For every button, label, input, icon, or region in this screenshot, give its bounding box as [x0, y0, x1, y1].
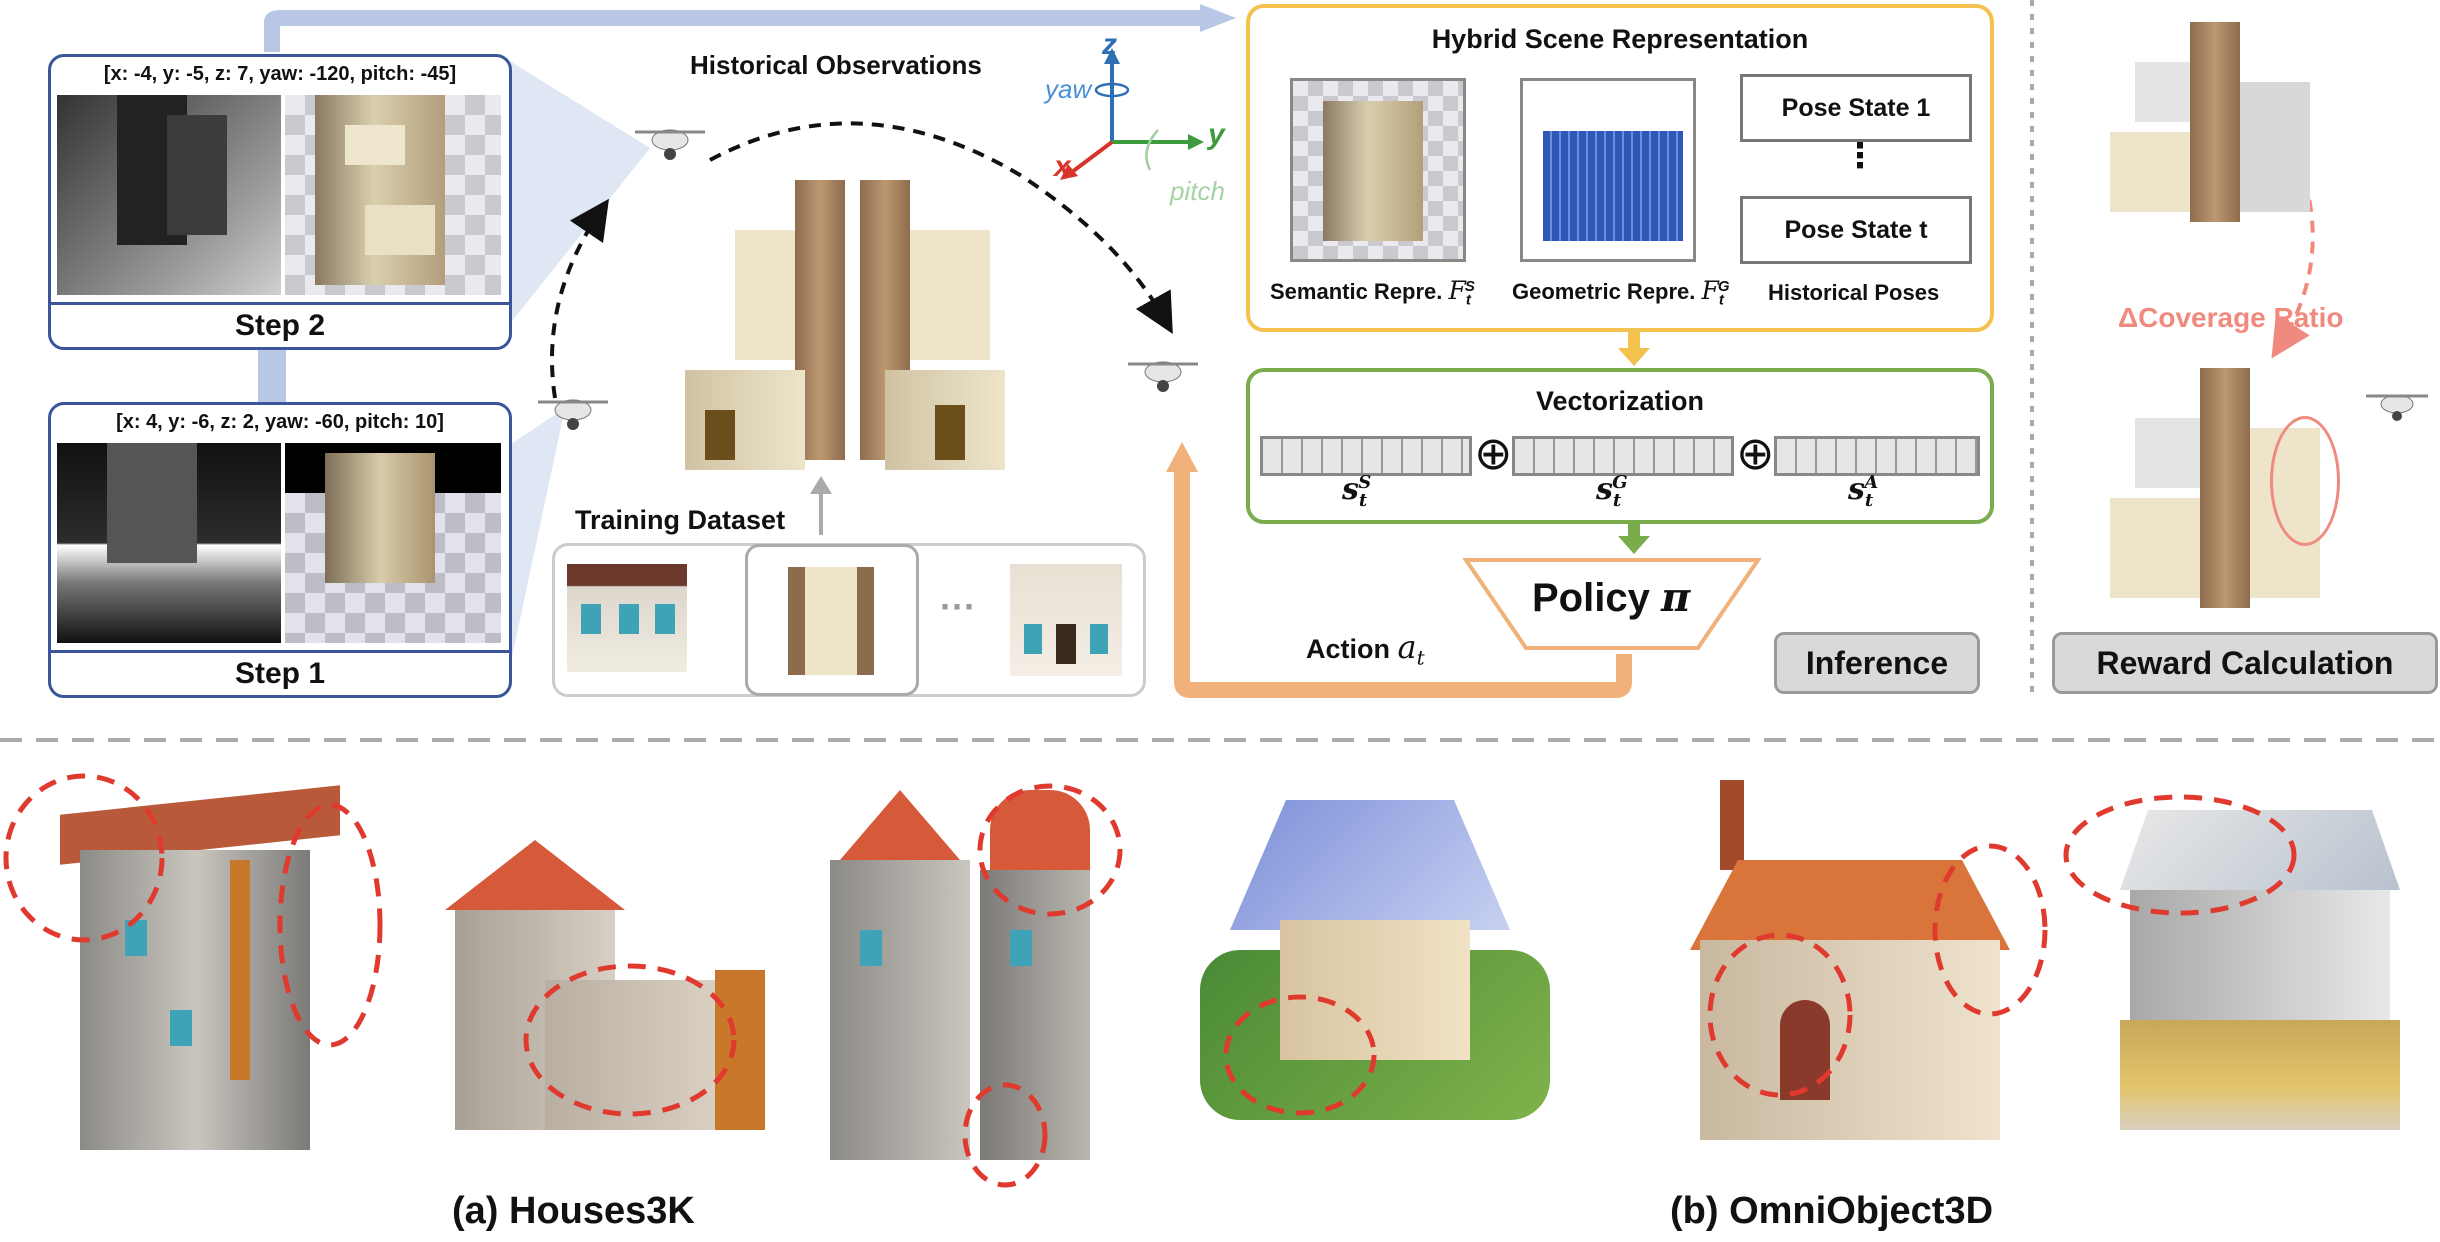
dataset-sample-image — [567, 564, 687, 672]
reward-calculation-tag: Reward Calculation — [2052, 632, 2438, 694]
defect-circle — [962, 1082, 1048, 1188]
step1-rgb-image — [285, 443, 501, 643]
policy-trapezoid — [1462, 558, 1762, 650]
axis-pitch-label: pitch — [1170, 176, 1225, 206]
flow-arrow-to-hybrid — [264, 9, 1200, 52]
pose-state-first: Pose State 1 — [1740, 74, 1972, 142]
geometric-state-symbol: stG — [1596, 472, 1628, 511]
semantic-vector — [1260, 436, 1472, 476]
omniobject-example-2 — [1660, 770, 2040, 1170]
drone-path-1 — [550, 198, 610, 399]
oplus-symbol: ⊕ — [1474, 427, 1513, 479]
step2-panel: [x: -4, y: -5, z: 7, yaw: -120, pitch: -… — [48, 54, 512, 350]
central-building-image — [685, 160, 1015, 480]
step1-depth-image — [57, 443, 281, 643]
hybrid-scene-box: Hybrid Scene Representation Pose State 1… — [1246, 4, 1994, 332]
drone-icon — [533, 388, 613, 438]
flow-arrow-head — [1200, 4, 1236, 32]
defect-circle — [977, 783, 1123, 917]
dataset-sample-image — [1010, 564, 1122, 676]
omniobject-example-3 — [2110, 800, 2410, 1160]
dataset-selected-sample — [745, 544, 919, 696]
inference-tag: Inference — [1774, 632, 1980, 694]
axes-gizmo — [1060, 48, 1204, 180]
houses3k-example-2 — [425, 840, 775, 1140]
geometric-repre-label: Geometric Repre. FtG — [1512, 276, 1730, 309]
action-arrow — [1174, 470, 1632, 698]
pose-state-last: Pose State t — [1740, 196, 1972, 264]
reward-building-before — [2110, 22, 2330, 222]
step2-label: Step 2 — [51, 302, 509, 347]
action-vector — [1774, 436, 1980, 476]
axis-z-label: z — [1102, 28, 1117, 61]
semantic-state-symbol: stS — [1342, 472, 1372, 511]
dataset-ellipsis: ··· — [940, 586, 976, 627]
action-state-symbol: stA — [1848, 472, 1879, 511]
defect-circle — [3, 773, 165, 943]
coverage-highlight-circle — [2270, 416, 2340, 546]
caption-omniobject3d: (b) OmniObject3D — [1670, 1190, 1994, 1232]
step1-label: Step 1 — [51, 650, 509, 695]
training-dataset-label: Training Dataset — [575, 505, 786, 535]
hybrid-title: Hybrid Scene Representation — [1431, 24, 1809, 54]
step1-panel: [x: 4, y: -6, z: 2, yaw: -60, pitch: 10]… — [48, 402, 512, 698]
oplus-symbol: ⊕ — [1736, 427, 1775, 479]
defect-circle — [1707, 932, 1853, 1098]
defect-circle — [277, 802, 383, 1048]
step2-pose-coords: [x: -4, y: -5, z: 7, yaw: -120, pitch: -… — [103, 63, 457, 85]
policy-label: Policy π — [1532, 574, 1691, 621]
omniobject-example-1 — [1190, 790, 1560, 1130]
defect-circle — [523, 963, 737, 1117]
delta-coverage-label: ΔCoverage Ratio — [2118, 302, 2344, 333]
reward-building-after — [2110, 368, 2340, 608]
geometric-vector — [1512, 436, 1734, 476]
view-frustum-step1 — [505, 408, 565, 690]
houses3k-example-1 — [30, 785, 360, 1160]
historical-poses-label: Historical Poses — [1768, 280, 1940, 305]
axis-yaw-label: yaw — [1045, 74, 1092, 104]
step2-depth-image — [57, 95, 281, 295]
step2-rgb-image — [285, 95, 501, 295]
drone-path-2 — [709, 121, 1173, 334]
houses3k-example-3 — [810, 780, 1110, 1180]
semantic-image — [1290, 78, 1466, 262]
axis-y-label: y — [1208, 118, 1225, 151]
axis-x-label: x — [1054, 150, 1071, 183]
defect-circle — [2063, 794, 2297, 916]
semantic-repre-label: Semantic Repre. FtS — [1270, 276, 1475, 309]
drone-icon — [1123, 350, 1203, 400]
drone-icon — [2362, 384, 2432, 428]
defect-circle — [1223, 994, 1377, 1116]
training-dataset-box: ··· — [552, 543, 1146, 697]
drone-icon — [630, 118, 710, 168]
vectorization-title: Vectorization — [1535, 386, 1705, 416]
geometric-image — [1520, 78, 1696, 262]
defect-circle — [1932, 843, 2048, 1017]
pose-dots: ⋮ — [1843, 137, 1877, 175]
vectorization-box: Vectorization ⊕ ⊕ stS stG stA — [1246, 368, 1994, 524]
view-frustum-step2 — [505, 58, 650, 330]
historical-observations-title: Historical Observations — [690, 50, 982, 80]
caption-houses3k: (a) Houses3K — [452, 1190, 695, 1232]
action-label: Action at — [1306, 628, 1425, 670]
step1-pose-coords: [x: 4, y: -6, z: 2, yaw: -60, pitch: 10] — [116, 411, 444, 433]
